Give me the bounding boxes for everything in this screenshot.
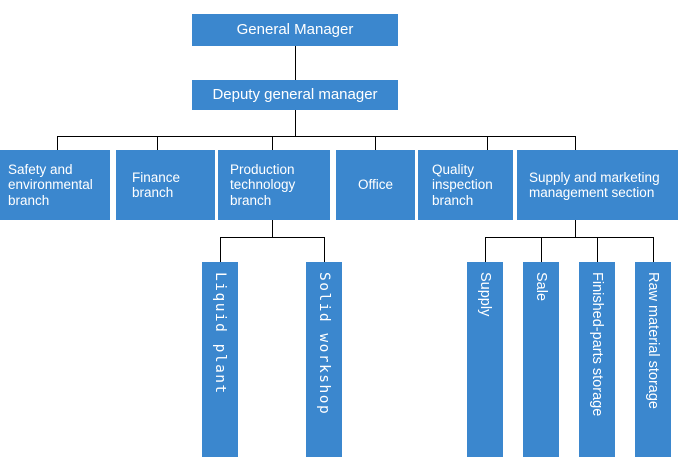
connector-drop-quality bbox=[487, 136, 488, 150]
node-safety-environmental-branch-label: Safety and environmental branch bbox=[8, 161, 93, 208]
connector-drop-production bbox=[272, 136, 273, 150]
node-quality-inspection-branch-label: Quality inspection branch bbox=[432, 161, 493, 208]
node-finance-branch-label: Finance branch bbox=[132, 169, 181, 201]
node-raw-material-storage[interactable]: Raw material storage bbox=[635, 262, 671, 457]
node-production-technology-branch-label: Production technology branch bbox=[230, 161, 296, 208]
connector-supply-marketing-bus bbox=[485, 237, 653, 238]
node-supply-label: Supply bbox=[477, 272, 493, 317]
node-solid-workshop[interactable]: Solid workshop bbox=[306, 262, 342, 457]
connector-production-stem bbox=[272, 220, 273, 237]
connector-drop-sale bbox=[541, 237, 542, 262]
node-general-manager[interactable]: General Manager bbox=[192, 14, 398, 46]
node-supply-marketing-management-section[interactable]: Supply and marketing management section bbox=[517, 150, 678, 220]
node-production-technology-branch[interactable]: Production technology branch bbox=[218, 150, 330, 220]
node-supply[interactable]: Supply bbox=[467, 262, 503, 457]
node-office-label: Office bbox=[357, 177, 393, 193]
node-finished-parts-storage[interactable]: Finished-parts storage bbox=[579, 262, 615, 457]
connector-drop-finished-parts-storage bbox=[597, 237, 598, 262]
connector-drop-safety bbox=[57, 136, 58, 150]
connector-drop-finance bbox=[157, 136, 158, 150]
connector-drop-liquid-plant bbox=[220, 237, 221, 262]
node-finance-branch[interactable]: Finance branch bbox=[116, 150, 215, 220]
node-finished-parts-storage-label: Finished-parts storage bbox=[589, 272, 605, 417]
connector-supply-marketing-stem bbox=[575, 220, 576, 237]
node-supply-marketing-management-section-label: Supply and marketing management section bbox=[529, 169, 660, 201]
connector-drop-office bbox=[375, 136, 376, 150]
node-general-manager-label: General Manager bbox=[236, 21, 354, 39]
node-quality-inspection-branch[interactable]: Quality inspection branch bbox=[418, 150, 513, 220]
node-safety-environmental-branch[interactable]: Safety and environmental branch bbox=[0, 150, 110, 220]
connector-drop-supply-marketing bbox=[575, 136, 576, 150]
connector-deputy-stem bbox=[295, 110, 296, 136]
node-solid-workshop-label: Solid workshop bbox=[316, 272, 332, 416]
node-sale[interactable]: Sale bbox=[523, 262, 559, 457]
node-deputy-general-manager[interactable]: Deputy general manager bbox=[192, 80, 398, 110]
connector-level3-bus bbox=[57, 136, 575, 137]
connector-drop-supply bbox=[485, 237, 486, 262]
connector-production-bus bbox=[220, 237, 325, 238]
node-liquid-plant[interactable]: Liquid plant bbox=[202, 262, 238, 457]
connector-drop-raw-material-storage bbox=[653, 237, 654, 262]
node-liquid-plant-label: Liquid plant bbox=[212, 272, 228, 395]
node-office[interactable]: Office bbox=[336, 150, 415, 220]
connector-drop-solid-workshop bbox=[324, 237, 325, 262]
node-sale-label: Sale bbox=[533, 272, 549, 302]
node-deputy-general-manager-label: Deputy general manager bbox=[212, 86, 378, 104]
connector-gm-to-deputy bbox=[295, 46, 296, 80]
node-raw-material-storage-label: Raw material storage bbox=[645, 272, 661, 409]
